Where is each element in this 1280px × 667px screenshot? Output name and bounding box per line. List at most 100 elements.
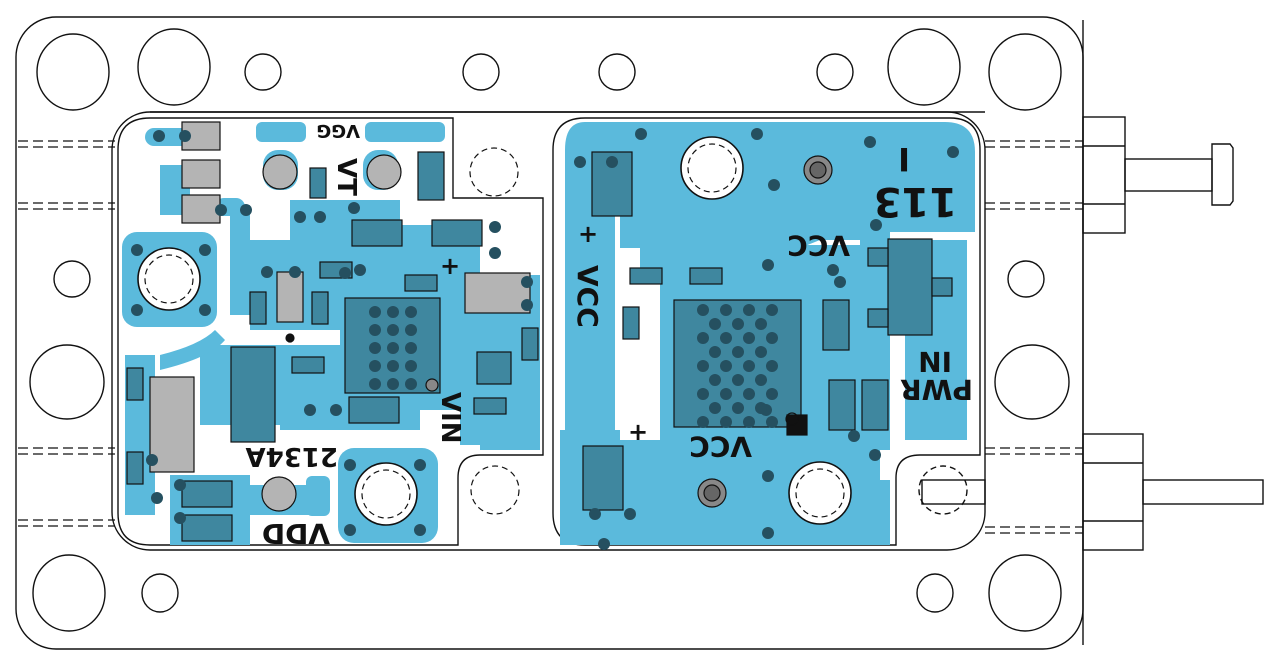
resistor <box>309 167 327 199</box>
resistor <box>126 367 144 401</box>
via <box>131 304 143 316</box>
mmic-via <box>369 324 381 336</box>
mmic-via <box>387 324 399 336</box>
via <box>344 459 356 471</box>
rf-pin-stub <box>921 479 986 505</box>
test-point-vt <box>366 154 402 190</box>
sma-hole-dashed <box>361 469 411 519</box>
via <box>606 156 618 168</box>
via <box>635 128 647 140</box>
mmic-via <box>732 318 744 330</box>
dashed-channels <box>18 140 1083 534</box>
via <box>314 211 326 223</box>
mount-hole-pcb-dashed <box>687 143 737 193</box>
via <box>768 179 780 191</box>
mmic-via <box>369 378 381 390</box>
mount-hole <box>36 33 110 111</box>
via <box>153 130 165 142</box>
mmic-via <box>709 318 721 330</box>
via <box>598 538 610 550</box>
feedthrough-screw-inner <box>703 484 721 502</box>
mount-hole <box>29 344 105 420</box>
via <box>624 508 636 520</box>
via <box>870 219 882 231</box>
mmic-via <box>387 360 399 372</box>
mmic-via <box>743 304 755 316</box>
dashed-hole <box>918 465 968 515</box>
label-vgg: VGG <box>317 120 360 141</box>
mmic-via <box>405 378 417 390</box>
via <box>762 259 774 271</box>
via <box>240 204 252 216</box>
mount-hole-pcb <box>788 461 852 525</box>
mmic-via <box>766 416 778 428</box>
pin1-marker <box>425 378 439 392</box>
via <box>489 221 501 233</box>
resistor <box>351 219 403 247</box>
resistor <box>822 299 850 351</box>
screw-hole <box>1007 260 1045 298</box>
via <box>834 276 846 288</box>
via <box>289 266 301 278</box>
rf-connector-pin <box>1142 479 1264 505</box>
mmic-via <box>720 416 732 428</box>
mmic-via <box>369 360 381 372</box>
resistor <box>629 267 663 285</box>
resistor <box>181 480 233 508</box>
transistor-pin <box>931 277 953 297</box>
via <box>199 304 211 316</box>
via <box>827 264 839 276</box>
sma-hole-dashed <box>144 254 194 304</box>
resistor <box>291 356 325 374</box>
dc-feedthrough-body <box>1082 116 1126 234</box>
label-vt: VT <box>331 158 361 196</box>
via <box>521 299 533 311</box>
label-vdd: VDD <box>262 517 330 550</box>
mmic-via <box>743 416 755 428</box>
via <box>489 247 501 259</box>
label-id-113: 113 <box>874 178 958 224</box>
dashed-hole <box>470 465 520 515</box>
via <box>348 202 360 214</box>
via <box>174 512 186 524</box>
right-cavity-inner <box>552 117 981 546</box>
dashed-hole <box>469 147 519 197</box>
label-plus-top: + <box>578 220 598 248</box>
cavity-outer <box>111 111 986 551</box>
mmic-via <box>743 388 755 400</box>
resistor <box>249 291 267 325</box>
mmic-via <box>755 318 767 330</box>
mmic-via <box>743 332 755 344</box>
mmic-via <box>720 304 732 316</box>
mount-hole <box>32 554 106 632</box>
left-cavity-inner <box>117 117 544 546</box>
via <box>174 479 186 491</box>
connectors <box>918 116 1264 551</box>
mmic-via <box>697 304 709 316</box>
transistor-pin <box>867 308 889 328</box>
mmic-via <box>755 374 767 386</box>
sma-hole <box>137 247 201 311</box>
via <box>414 459 426 471</box>
capacitor <box>828 379 856 431</box>
via <box>574 156 586 168</box>
via <box>131 244 143 256</box>
mmic-via <box>732 402 744 414</box>
pin1-marker <box>785 412 799 426</box>
mmic-via <box>697 360 709 372</box>
test-point-vgg <box>262 154 298 190</box>
capacitor <box>181 159 221 189</box>
polarity-dot <box>285 333 295 343</box>
via <box>146 454 158 466</box>
resistor <box>417 151 445 201</box>
resistor <box>521 327 539 361</box>
via <box>339 267 351 279</box>
mmic-via <box>743 360 755 372</box>
mmic-via <box>755 402 767 414</box>
vias <box>131 128 959 550</box>
mmic-via <box>709 402 721 414</box>
via <box>215 204 227 216</box>
mmic-via <box>755 346 767 358</box>
inductor <box>464 272 531 314</box>
